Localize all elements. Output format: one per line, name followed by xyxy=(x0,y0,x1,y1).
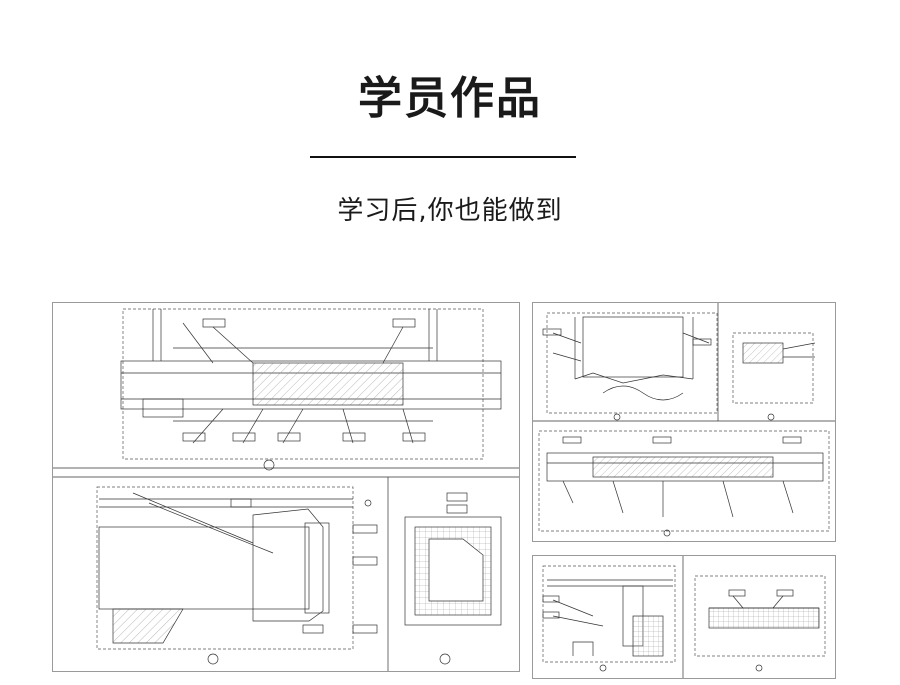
title-divider xyxy=(310,156,576,158)
page-subtitle: 学习后,你也能做到 xyxy=(337,196,563,226)
cad-drawing-3 xyxy=(542,556,826,678)
cad-drawing-1 xyxy=(53,308,519,671)
drawing-sheet-1 xyxy=(52,302,520,672)
drawing-sheet-3 xyxy=(532,555,836,679)
page-title: 学员作品 xyxy=(358,73,542,124)
drawing-sheet-2 xyxy=(532,302,836,542)
cad-drawing-2 xyxy=(533,303,835,537)
